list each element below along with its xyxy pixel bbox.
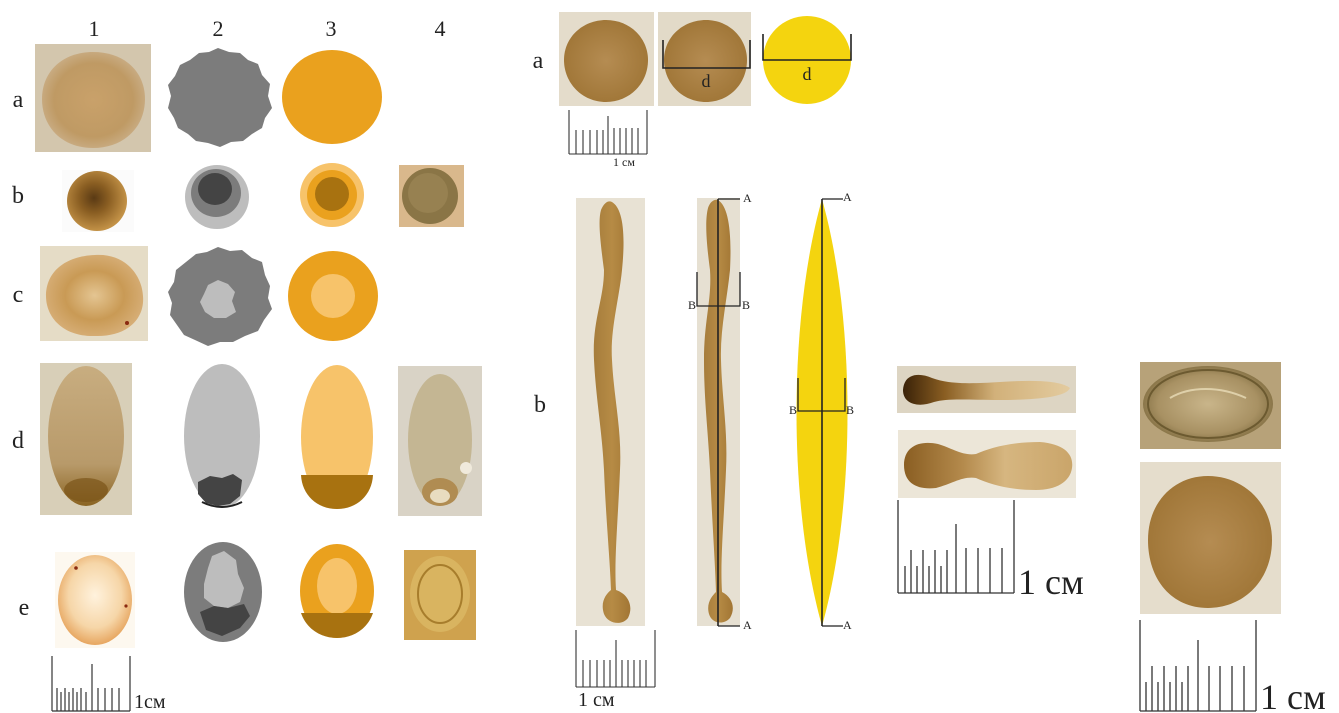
right-scale-label-1: 1 см — [1018, 562, 1084, 602]
middle-b-lens-point-b-left: B — [789, 403, 797, 417]
row-d-gray-shape — [184, 364, 260, 508]
left-scale-bar — [52, 656, 130, 711]
left-scale-label: 1см — [134, 691, 166, 713]
right-scale-bar-1 — [898, 500, 1014, 593]
row-b-photo-col4 — [399, 165, 464, 227]
right-round-photo — [1140, 462, 1281, 614]
right-scale-label-2: 1 см — [1260, 677, 1326, 713]
row-e-orange-shape — [300, 544, 374, 638]
left-panel: 1 2 3 4 a b c d e — [12, 16, 482, 713]
row-d-orange-shape — [301, 365, 373, 509]
middle-b-point-b-left: B — [688, 298, 696, 312]
row-e-photo — [55, 552, 135, 648]
row-label-a: a — [13, 87, 24, 113]
middle-small-scale-bar — [569, 110, 647, 154]
right-panel: 1 см 1 см — [897, 362, 1326, 713]
middle-a-photo-2 — [658, 12, 751, 106]
row-label-b: b — [12, 183, 24, 209]
middle-b-long-photo-2 — [697, 198, 740, 626]
right-shiny-photo — [1140, 362, 1281, 449]
middle-b-lens-point-b-right: B — [846, 403, 854, 417]
row-label-c: c — [13, 282, 24, 308]
row-c-photo — [40, 246, 148, 341]
row-c-orange-rings — [288, 251, 378, 341]
column-header-3: 3 — [326, 16, 337, 41]
middle-b-point-a-top: A — [743, 191, 752, 205]
middle-panel: a b d d — [533, 12, 854, 711]
row-label-e: e — [19, 595, 30, 621]
middle-b-long-photo-1 — [576, 198, 645, 626]
row-label-d: d — [12, 428, 24, 454]
middle-row-label-b: b — [534, 392, 546, 418]
middle-a-diameter-label-1: d — [702, 71, 711, 91]
row-d-photo-col4 — [398, 366, 482, 516]
column-header-1: 1 — [89, 16, 100, 41]
row-b-orange-rings — [300, 163, 364, 227]
row-e-gray-shape — [184, 542, 262, 642]
middle-bottom-scale-label: 1 см — [578, 689, 615, 711]
row-b-gray-rings — [185, 165, 249, 229]
column-header-2: 2 — [213, 16, 224, 41]
middle-a-photo-1 — [559, 12, 654, 106]
middle-small-scale-label: 1 см — [613, 155, 635, 169]
right-key-photo-top — [897, 366, 1076, 413]
middle-a-yellow-circle — [763, 16, 851, 104]
row-e-photo-col4 — [404, 550, 476, 640]
row-a-gray-silhouette — [168, 48, 272, 147]
row-b-photo — [62, 170, 134, 232]
middle-b-lens-point-a-top: A — [843, 190, 852, 204]
middle-b-point-b-right: B — [742, 298, 750, 312]
row-d-photo — [40, 363, 132, 515]
middle-b-yellow-lens — [797, 199, 848, 626]
row-a-orange-circle — [282, 50, 382, 144]
middle-b-point-a-bottom: A — [743, 618, 752, 632]
right-scale-bar-2 — [1140, 620, 1256, 711]
middle-bottom-scale-bar — [576, 630, 655, 687]
row-a-photo — [35, 44, 151, 152]
column-header-4: 4 — [435, 16, 446, 41]
middle-row-label-a: a — [533, 48, 544, 74]
middle-b-lens-point-a-bottom: A — [843, 618, 852, 632]
right-key-photo-bottom — [898, 430, 1076, 498]
middle-a-diameter-label-2: d — [803, 64, 812, 84]
row-c-gray-silhouette — [168, 247, 272, 346]
